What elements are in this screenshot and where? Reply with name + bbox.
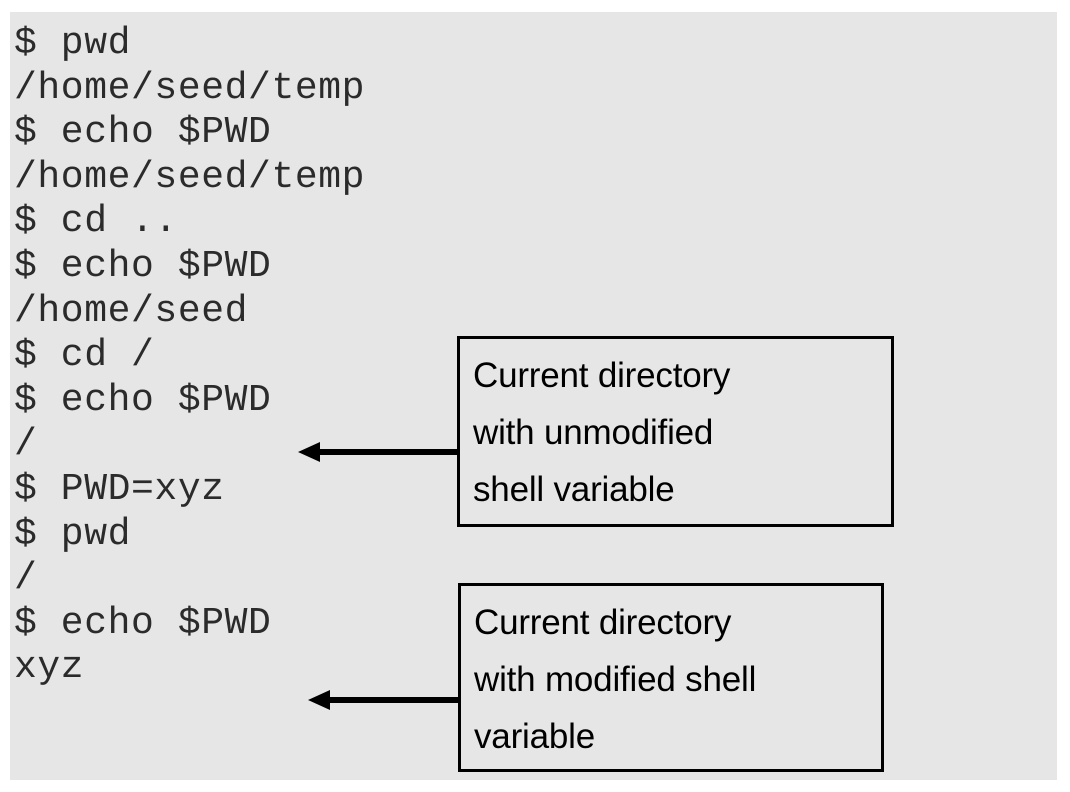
terminal-line: xyz [14,646,85,690]
terminal-line: $ echo $PWD [14,111,272,155]
terminal-line: /home/seed/temp [14,66,366,110]
terminal-line: $ echo $PWD [14,244,272,288]
terminal-line: $ echo $PWD [14,601,272,645]
callout-text: Current directory with modified shell va… [474,603,757,756]
terminal-line: /home/seed [14,289,249,333]
terminal-line: $ echo $PWD [14,378,272,422]
terminal-line: $ pwd [14,512,132,556]
terminal-line: $ cd / [14,334,155,378]
terminal-output: $ pwd /home/seed/temp $ echo $PWD /home/… [14,22,1054,691]
terminal-line: $ pwd [14,22,132,65]
terminal-line: / [14,423,38,467]
callout-unmodified-shell-variable: Current directory with unmodified shell … [457,336,894,527]
terminal-line: /home/seed/temp [14,155,366,199]
callout-text: Current directory with unmodified shell … [473,356,731,509]
terminal-line: / [14,557,38,601]
terminal-line: $ cd .. [14,200,178,244]
terminal-line: $ PWD=xyz [14,467,225,511]
callout-modified-shell-variable: Current directory with modified shell va… [458,583,884,772]
